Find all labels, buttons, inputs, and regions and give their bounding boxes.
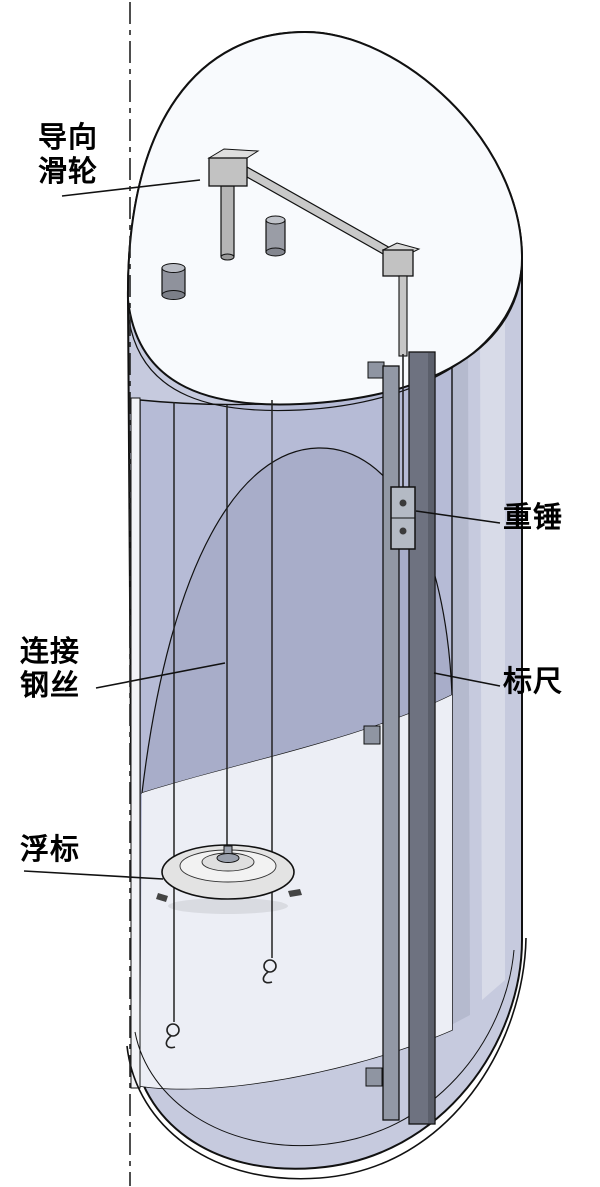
leader-lines bbox=[23, 179, 501, 880]
ruler-left-rail bbox=[382, 365, 400, 1121]
label-weight: 重锤 bbox=[503, 500, 564, 534]
tank-lid-rim bbox=[128, 269, 522, 412]
float-tab-left bbox=[156, 893, 168, 902]
pulley-right-block bbox=[382, 249, 414, 277]
label-connecting-wire: 连接 钢丝 bbox=[20, 634, 80, 702]
label-ruler: 标尺 bbox=[503, 664, 564, 698]
ruler-bracket-top bbox=[367, 361, 385, 379]
ruler-bracket-middle bbox=[363, 725, 381, 745]
counterweight-screw-top bbox=[399, 499, 407, 507]
label-guide-pulley-line2: 滑轮 bbox=[38, 154, 99, 188]
leader-weight bbox=[415, 510, 501, 524]
pulley-down-rod bbox=[398, 275, 408, 357]
leader-guide-pulley bbox=[61, 179, 201, 197]
float-tab-right bbox=[288, 889, 302, 897]
float-assembly bbox=[156, 844, 302, 914]
label-guide-pulley-line1: 导向 bbox=[38, 120, 99, 154]
leader-connecting-wire bbox=[95, 662, 226, 689]
ruler-bracket-bottom bbox=[365, 1067, 383, 1087]
wire-hooks bbox=[165, 959, 277, 1049]
wire-guide-tube-center-top bbox=[265, 215, 286, 225]
ruler-assembly bbox=[363, 351, 436, 1125]
float-shadow bbox=[168, 898, 288, 914]
float-hub bbox=[216, 853, 240, 863]
guide-pulley-assembly bbox=[161, 148, 421, 357]
wall-cut-face bbox=[130, 397, 141, 1089]
label-float: 浮标 bbox=[20, 832, 81, 866]
wall-highlight bbox=[480, 320, 505, 1000]
pulley-left-post-base bbox=[220, 253, 235, 261]
hook-left-tail bbox=[165, 1035, 176, 1049]
base-flange-inner-arc bbox=[134, 949, 515, 1147]
base-flange-outer-arc bbox=[126, 937, 527, 1180]
label-guide-pulley: 导向 滑轮 bbox=[38, 120, 98, 188]
hook-left-loop bbox=[166, 1023, 180, 1037]
hook-right-loop bbox=[263, 959, 277, 973]
leader-float bbox=[23, 870, 164, 880]
leader-ruler bbox=[433, 672, 501, 687]
wire-guide-tube-center bbox=[265, 219, 286, 253]
wire-guide-tube-center-bottom bbox=[265, 247, 286, 257]
wire-guide-tube-left-top bbox=[161, 263, 186, 273]
pulley-left-post bbox=[220, 185, 235, 257]
wire-guide-tube-left-bottom bbox=[161, 290, 186, 300]
ruler-right-rail-edge bbox=[428, 353, 434, 1123]
counterweight-screw-bottom bbox=[399, 527, 407, 535]
pulley-left-block bbox=[208, 157, 248, 187]
label-connecting-wire-line1: 连接 bbox=[20, 634, 81, 668]
hook-right-tail bbox=[262, 971, 273, 984]
label-connecting-wire-line2: 钢丝 bbox=[20, 668, 81, 702]
